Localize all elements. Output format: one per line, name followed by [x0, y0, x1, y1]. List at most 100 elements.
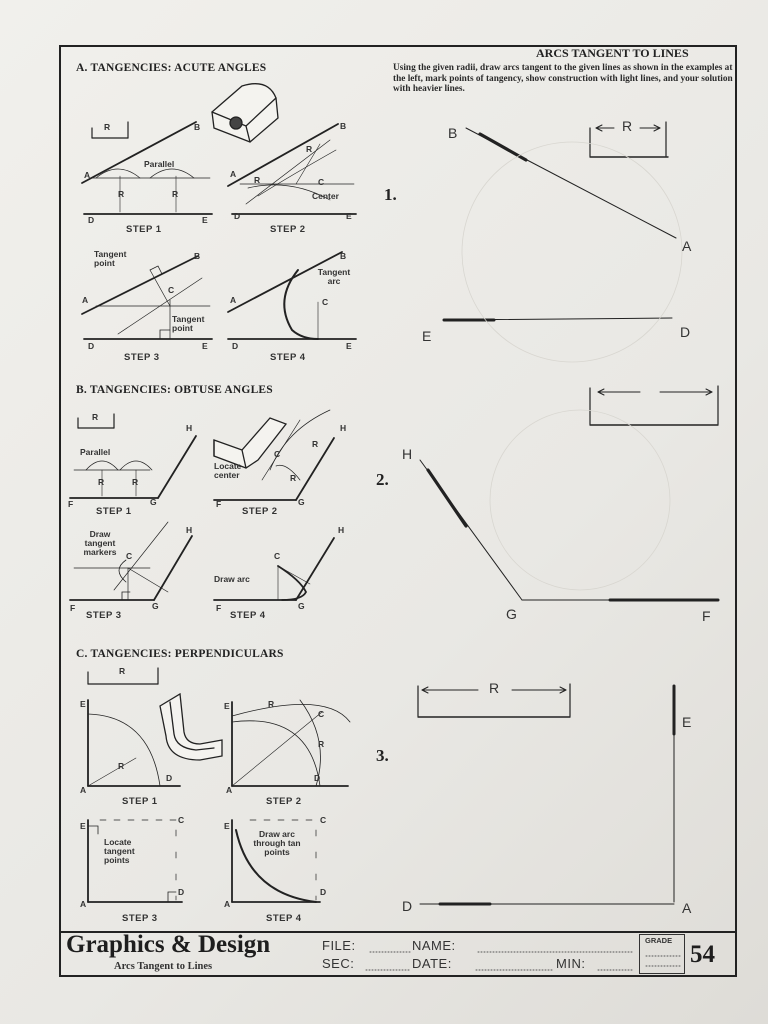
- b-step2-figure: [213, 409, 335, 501]
- grade-box: [639, 934, 685, 974]
- b-s1-h-label: H: [186, 423, 193, 433]
- b-s2-locate-center-label: Locate center: [214, 461, 242, 480]
- title-block: [59, 931, 737, 977]
- b-step4-label: STEP 4: [230, 610, 266, 621]
- b-gauge-r-label: R: [92, 412, 99, 422]
- a-s2-c-label: C: [318, 177, 325, 187]
- p2-g-label: G: [506, 606, 517, 622]
- a-s2-e-label: E: [346, 211, 352, 221]
- a-s3-c-label: C: [168, 285, 175, 295]
- b-s2-g-label: G: [298, 497, 305, 507]
- a-s2-r2-label: R: [254, 175, 261, 185]
- c-s4-e-label: E: [224, 821, 230, 831]
- a-s3-e-label: E: [202, 341, 208, 351]
- a-s2-center-label: Center: [312, 191, 339, 201]
- b-step3-figure: [69, 521, 193, 601]
- problem2-lines: [419, 385, 720, 602]
- p2-h-label: H: [402, 446, 413, 462]
- b-s2-f-label: F: [216, 499, 222, 509]
- page-title: ARCS TANGENT TO LINES: [536, 46, 689, 60]
- b-s2-r-label: R: [312, 439, 319, 449]
- problem-1-number: 1.: [384, 185, 397, 204]
- a-step3-figure: [81, 255, 213, 340]
- a-s1-d-label: D: [88, 215, 95, 225]
- p3-a-label: A: [682, 900, 692, 916]
- c-s1-r-label: R: [118, 761, 125, 771]
- a-s2-b-label: B: [340, 121, 347, 131]
- p1-b-label: B: [448, 125, 458, 141]
- section-a-title: A. TANGENCIES: ACUTE ANGLES: [76, 62, 267, 74]
- a-s1-r2-label: R: [172, 189, 179, 199]
- c-s1-e-label: E: [80, 699, 86, 709]
- a-s1-parallel-label: Parallel: [144, 159, 175, 169]
- b-s3-f-label: F: [70, 603, 76, 613]
- a-isometric-part: [211, 83, 279, 143]
- c-isometric-part: [159, 692, 223, 761]
- b-s3-g-label: G: [152, 601, 159, 611]
- c-s2-c-label: C: [318, 709, 325, 719]
- section-b-title: B. TANGENCIES: OBTUSE ANGLES: [76, 384, 273, 396]
- a-s2-d-label: D: [234, 211, 241, 221]
- name-label: NAME:: [412, 938, 456, 953]
- c-s3-e-label: E: [80, 821, 86, 831]
- section-c-title: C. TANGENCIES: PERPENDICULARS: [76, 648, 284, 660]
- b-s4-draw-arc-label: Draw arc: [214, 574, 250, 584]
- c-step4-label: STEP 4: [266, 913, 302, 924]
- c-step3-figure: [87, 819, 183, 903]
- p3-r-label: R: [489, 680, 500, 696]
- a-s4-tangent-arc-label: Tangent arc: [317, 267, 351, 286]
- c-step3-label: STEP 3: [122, 913, 158, 924]
- b-s4-f-label: F: [216, 603, 222, 613]
- a-s1-b-label: B: [194, 122, 201, 132]
- b-step2-label: STEP 2: [242, 506, 278, 517]
- a-s1-r-label: R: [118, 189, 125, 199]
- a-gauge-r-label: R: [104, 122, 111, 132]
- p1-a-label: A: [682, 238, 692, 254]
- title-block-dotted-lines: [365, 951, 683, 971]
- p3-e-label: E: [682, 714, 692, 730]
- a-s3-tangent-point-label: Tangent point: [94, 249, 127, 268]
- p1-r-label: R: [622, 118, 633, 134]
- b-step1-label: STEP 1: [96, 506, 132, 517]
- b-s1-f-label: F: [68, 499, 74, 509]
- a-s3-b-label: B: [194, 251, 201, 261]
- c-s4-c-label: C: [320, 815, 327, 825]
- a-step4-figure: [227, 251, 357, 340]
- b-s3-markers-label: Draw tangent markers: [83, 529, 117, 557]
- page-number: 54: [690, 941, 715, 968]
- instructions-text: Using the given radii, draw arcs tangent…: [393, 63, 733, 94]
- a-s4-d-label: D: [232, 341, 239, 351]
- c-s2-e-label: E: [224, 701, 230, 711]
- a-step4-label: STEP 4: [270, 352, 306, 363]
- brand-title: Graphics & Design: [66, 931, 271, 958]
- a-s4-a-label: A: [230, 295, 237, 305]
- a-s2-r-label: R: [306, 144, 313, 154]
- brand-subtitle: Arcs Tangent to Lines: [114, 961, 213, 972]
- b-s4-c-label: C: [274, 551, 281, 561]
- c-s3-a-label: A: [80, 899, 87, 909]
- a-step1-figure: [81, 121, 213, 215]
- a-s4-b-label: B: [340, 251, 347, 261]
- c-radius-gauge: [87, 667, 159, 685]
- a-step2-figure: [227, 123, 357, 215]
- file-label: FILE:: [322, 938, 356, 953]
- a-step3-label: STEP 3: [124, 352, 160, 363]
- c-s1-a-label: A: [80, 785, 87, 795]
- problem-3-number: 3.: [376, 746, 389, 765]
- sec-label: SEC:: [322, 956, 355, 971]
- b-isometric-part: [213, 417, 288, 469]
- b-s1-g-label: G: [150, 497, 157, 507]
- problem3-lines: [417, 683, 676, 906]
- problem-2-number: 2.: [376, 470, 389, 489]
- a-s3-a-label: A: [82, 295, 89, 305]
- b-s1-parallel-label: Parallel: [80, 447, 111, 457]
- a-s3-d-label: D: [88, 341, 95, 351]
- grade-label: GRADE: [645, 936, 673, 945]
- c-s4-a-label: A: [224, 899, 231, 909]
- c-step1-label: STEP 1: [122, 796, 158, 807]
- b-s1-r-label: R: [98, 477, 105, 487]
- b-step3-label: STEP 3: [86, 610, 122, 621]
- b-radius-gauge: [77, 413, 115, 429]
- b-s2-r2-label: R: [290, 473, 297, 483]
